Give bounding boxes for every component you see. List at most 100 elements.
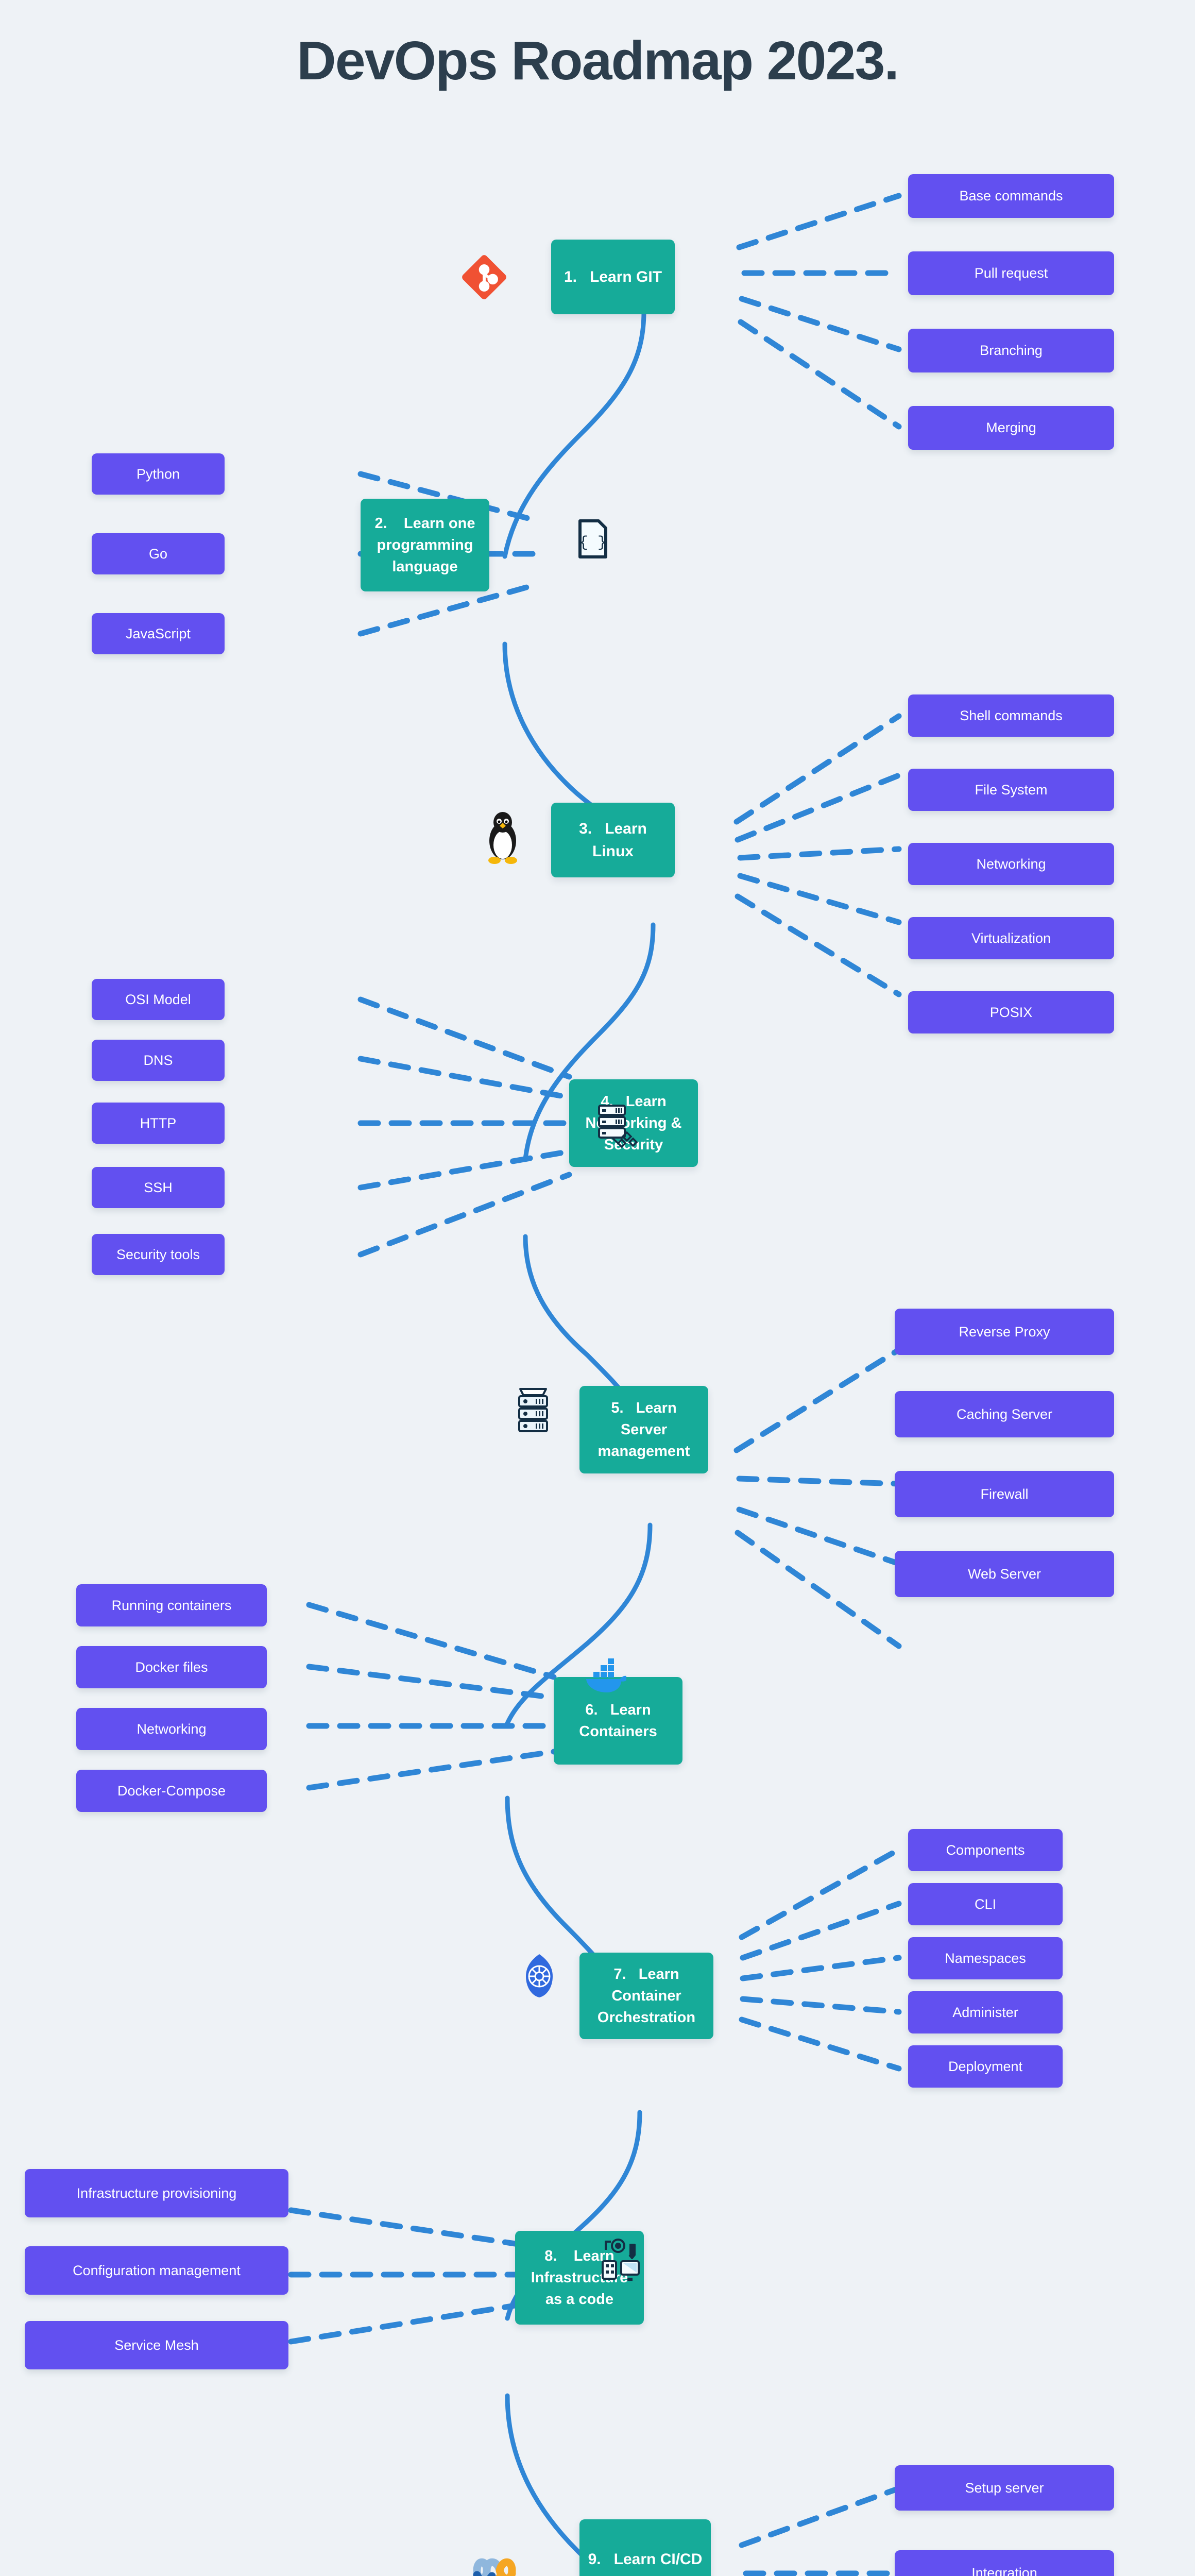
topic-label: Integration [971, 2565, 1037, 2576]
topic-label: Administer [952, 2004, 1018, 2020]
topic-4-3[interactable]: HTTP [92, 1103, 225, 1144]
topic-label: Base commands [959, 188, 1063, 204]
topic-6-4[interactable]: Docker-Compose [76, 1770, 267, 1812]
topic-7-3[interactable]: Namespaces [908, 1937, 1063, 1979]
topic-label: Merging [986, 420, 1036, 435]
topic-label: Components [946, 1842, 1025, 1858]
topic-label: Service Mesh [114, 2337, 199, 2353]
topic-label: DNS [143, 1052, 173, 1068]
topic-4-4[interactable]: SSH [92, 1167, 225, 1208]
topic-8-1[interactable]: Infrastructure provisioning [25, 2169, 288, 2217]
topic-label: Namespaces [945, 1950, 1026, 1966]
topic-label: Branching [980, 343, 1043, 358]
step-node-1[interactable]: 1. Learn GIT [551, 240, 675, 314]
topic-label: Networking [136, 1721, 207, 1737]
step-node-8[interactable]: 8. Learn Infrastructure as a code [515, 2231, 644, 2325]
topic-label: HTTP [140, 1115, 177, 1131]
topic-3-5[interactable]: POSIX [908, 991, 1114, 1033]
step-title-6: Learn Containers [579, 1701, 657, 1740]
topic-1-2[interactable]: Pull request [908, 251, 1114, 295]
topic-8-3[interactable]: Service Mesh [25, 2321, 288, 2369]
topic-2-1[interactable]: Python [92, 453, 225, 495]
step-title-1: Learn GIT [590, 268, 662, 285]
linux-penguin-icon [488, 812, 517, 864]
topic-label: CLI [974, 1896, 997, 1912]
topic-7-5[interactable]: Deployment [908, 2045, 1063, 2088]
topic-label: Configuration management [73, 2262, 241, 2278]
topic-7-4[interactable]: Administer [908, 1991, 1063, 2033]
topic-3-1[interactable]: Shell commands [908, 694, 1114, 737]
kubernetes-helm-icon [526, 1954, 553, 1997]
topic-label: Docker-Compose [117, 1783, 226, 1799]
step-number-7: 7. [613, 1965, 626, 1982]
topic-4-5[interactable]: Security tools [92, 1234, 225, 1275]
step-node-3[interactable]: 3. Learn Linux [551, 803, 675, 877]
topic-label: Infrastructure provisioning [76, 2185, 237, 2201]
topic-1-3[interactable]: Branching [908, 329, 1114, 372]
topic-label: Web Server [967, 1566, 1042, 1582]
page-title: DevOps Roadmap 2023. [297, 30, 899, 91]
network-server-icon [598, 1105, 638, 1148]
step-number-3: 3. [579, 820, 592, 837]
step-title-7: Learn Container Orchestration [597, 1965, 696, 2026]
topic-2-3[interactable]: JavaScript [92, 613, 225, 654]
topic-8-2[interactable]: Configuration management [25, 2246, 288, 2295]
topic-7-2[interactable]: CLI [908, 1883, 1063, 1925]
topic-4-2[interactable]: DNS [92, 1040, 225, 1081]
topic-label: Running containers [111, 1597, 232, 1613]
topic-6-1[interactable]: Running containers [76, 1584, 267, 1626]
topic-3-3[interactable]: Networking [908, 843, 1114, 885]
infrastructure-gear-icon [602, 2239, 640, 2281]
step-number-9: 9. [588, 2550, 601, 2568]
topic-label: Reverse Proxy [959, 1324, 1050, 1340]
docker-whale-icon [586, 1658, 626, 1692]
code-file-icon: { } [578, 519, 607, 558]
topic-label: Networking [976, 856, 1046, 872]
step-number-1: 1. [564, 268, 577, 285]
step-title-2: Learn one programming language [377, 515, 475, 575]
step-title-9: Learn CI/CD [613, 2550, 703, 2568]
topic-5-4[interactable]: Web Server [895, 1551, 1114, 1597]
svg-text:{ }: { } [579, 534, 607, 552]
topic-label: Python [136, 466, 180, 482]
step-node-7[interactable]: 7. Learn Container Orchestration [579, 1953, 713, 2039]
server-rack-icon [518, 1388, 548, 1432]
topic-5-1[interactable]: Reverse Proxy [895, 1309, 1114, 1355]
step-node-6[interactable]: 6. Learn Containers [554, 1677, 682, 1765]
step-number-6: 6. [585, 1701, 598, 1718]
step-number-8: 8. [544, 2247, 557, 2264]
topic-label: Docker files [135, 1659, 208, 1675]
topic-4-1[interactable]: OSI Model [92, 979, 225, 1020]
topic-label: SSH [144, 1179, 173, 1195]
topic-label: OSI Model [125, 991, 191, 1007]
topic-1-4[interactable]: Merging [908, 406, 1114, 450]
topic-label: File System [975, 782, 1048, 798]
topic-label: POSIX [989, 1004, 1033, 1020]
topic-9-1[interactable]: Setup server [895, 2465, 1114, 2511]
topic-label: Deployment [948, 2058, 1023, 2074]
topic-6-2[interactable]: Docker files [76, 1646, 267, 1688]
step-node-5[interactable]: 5. Learn Server management [579, 1386, 708, 1473]
topic-5-3[interactable]: Firewall [895, 1471, 1114, 1517]
topic-label: Caching Server [956, 1406, 1053, 1422]
topic-6-3[interactable]: Networking [76, 1708, 267, 1750]
topic-label: Security tools [116, 1246, 200, 1262]
topic-7-1[interactable]: Components [908, 1829, 1063, 1871]
step-title-3: Learn Linux [592, 820, 647, 860]
topic-label: Virtualization [971, 930, 1051, 946]
topic-label: Shell commands [960, 707, 1063, 723]
step-node-9[interactable]: 9. Learn CI/CD [579, 2519, 711, 2576]
topic-2-2[interactable]: Go [92, 533, 225, 574]
topic-1-1[interactable]: Base commands [908, 174, 1114, 218]
topic-label: Pull request [974, 265, 1048, 281]
topic-label: Go [148, 546, 168, 562]
topic-3-4[interactable]: Virtualization [908, 917, 1114, 959]
step-node-2[interactable]: 2. Learn one programming language [361, 499, 489, 591]
topic-5-2[interactable]: Caching Server [895, 1391, 1114, 1437]
topic-3-2[interactable]: File System [908, 769, 1114, 811]
topic-label: Firewall [980, 1486, 1029, 1502]
topic-label: Setup server [965, 2480, 1044, 2496]
git-icon [462, 255, 506, 299]
topic-9-2[interactable]: Integration [895, 2550, 1114, 2576]
